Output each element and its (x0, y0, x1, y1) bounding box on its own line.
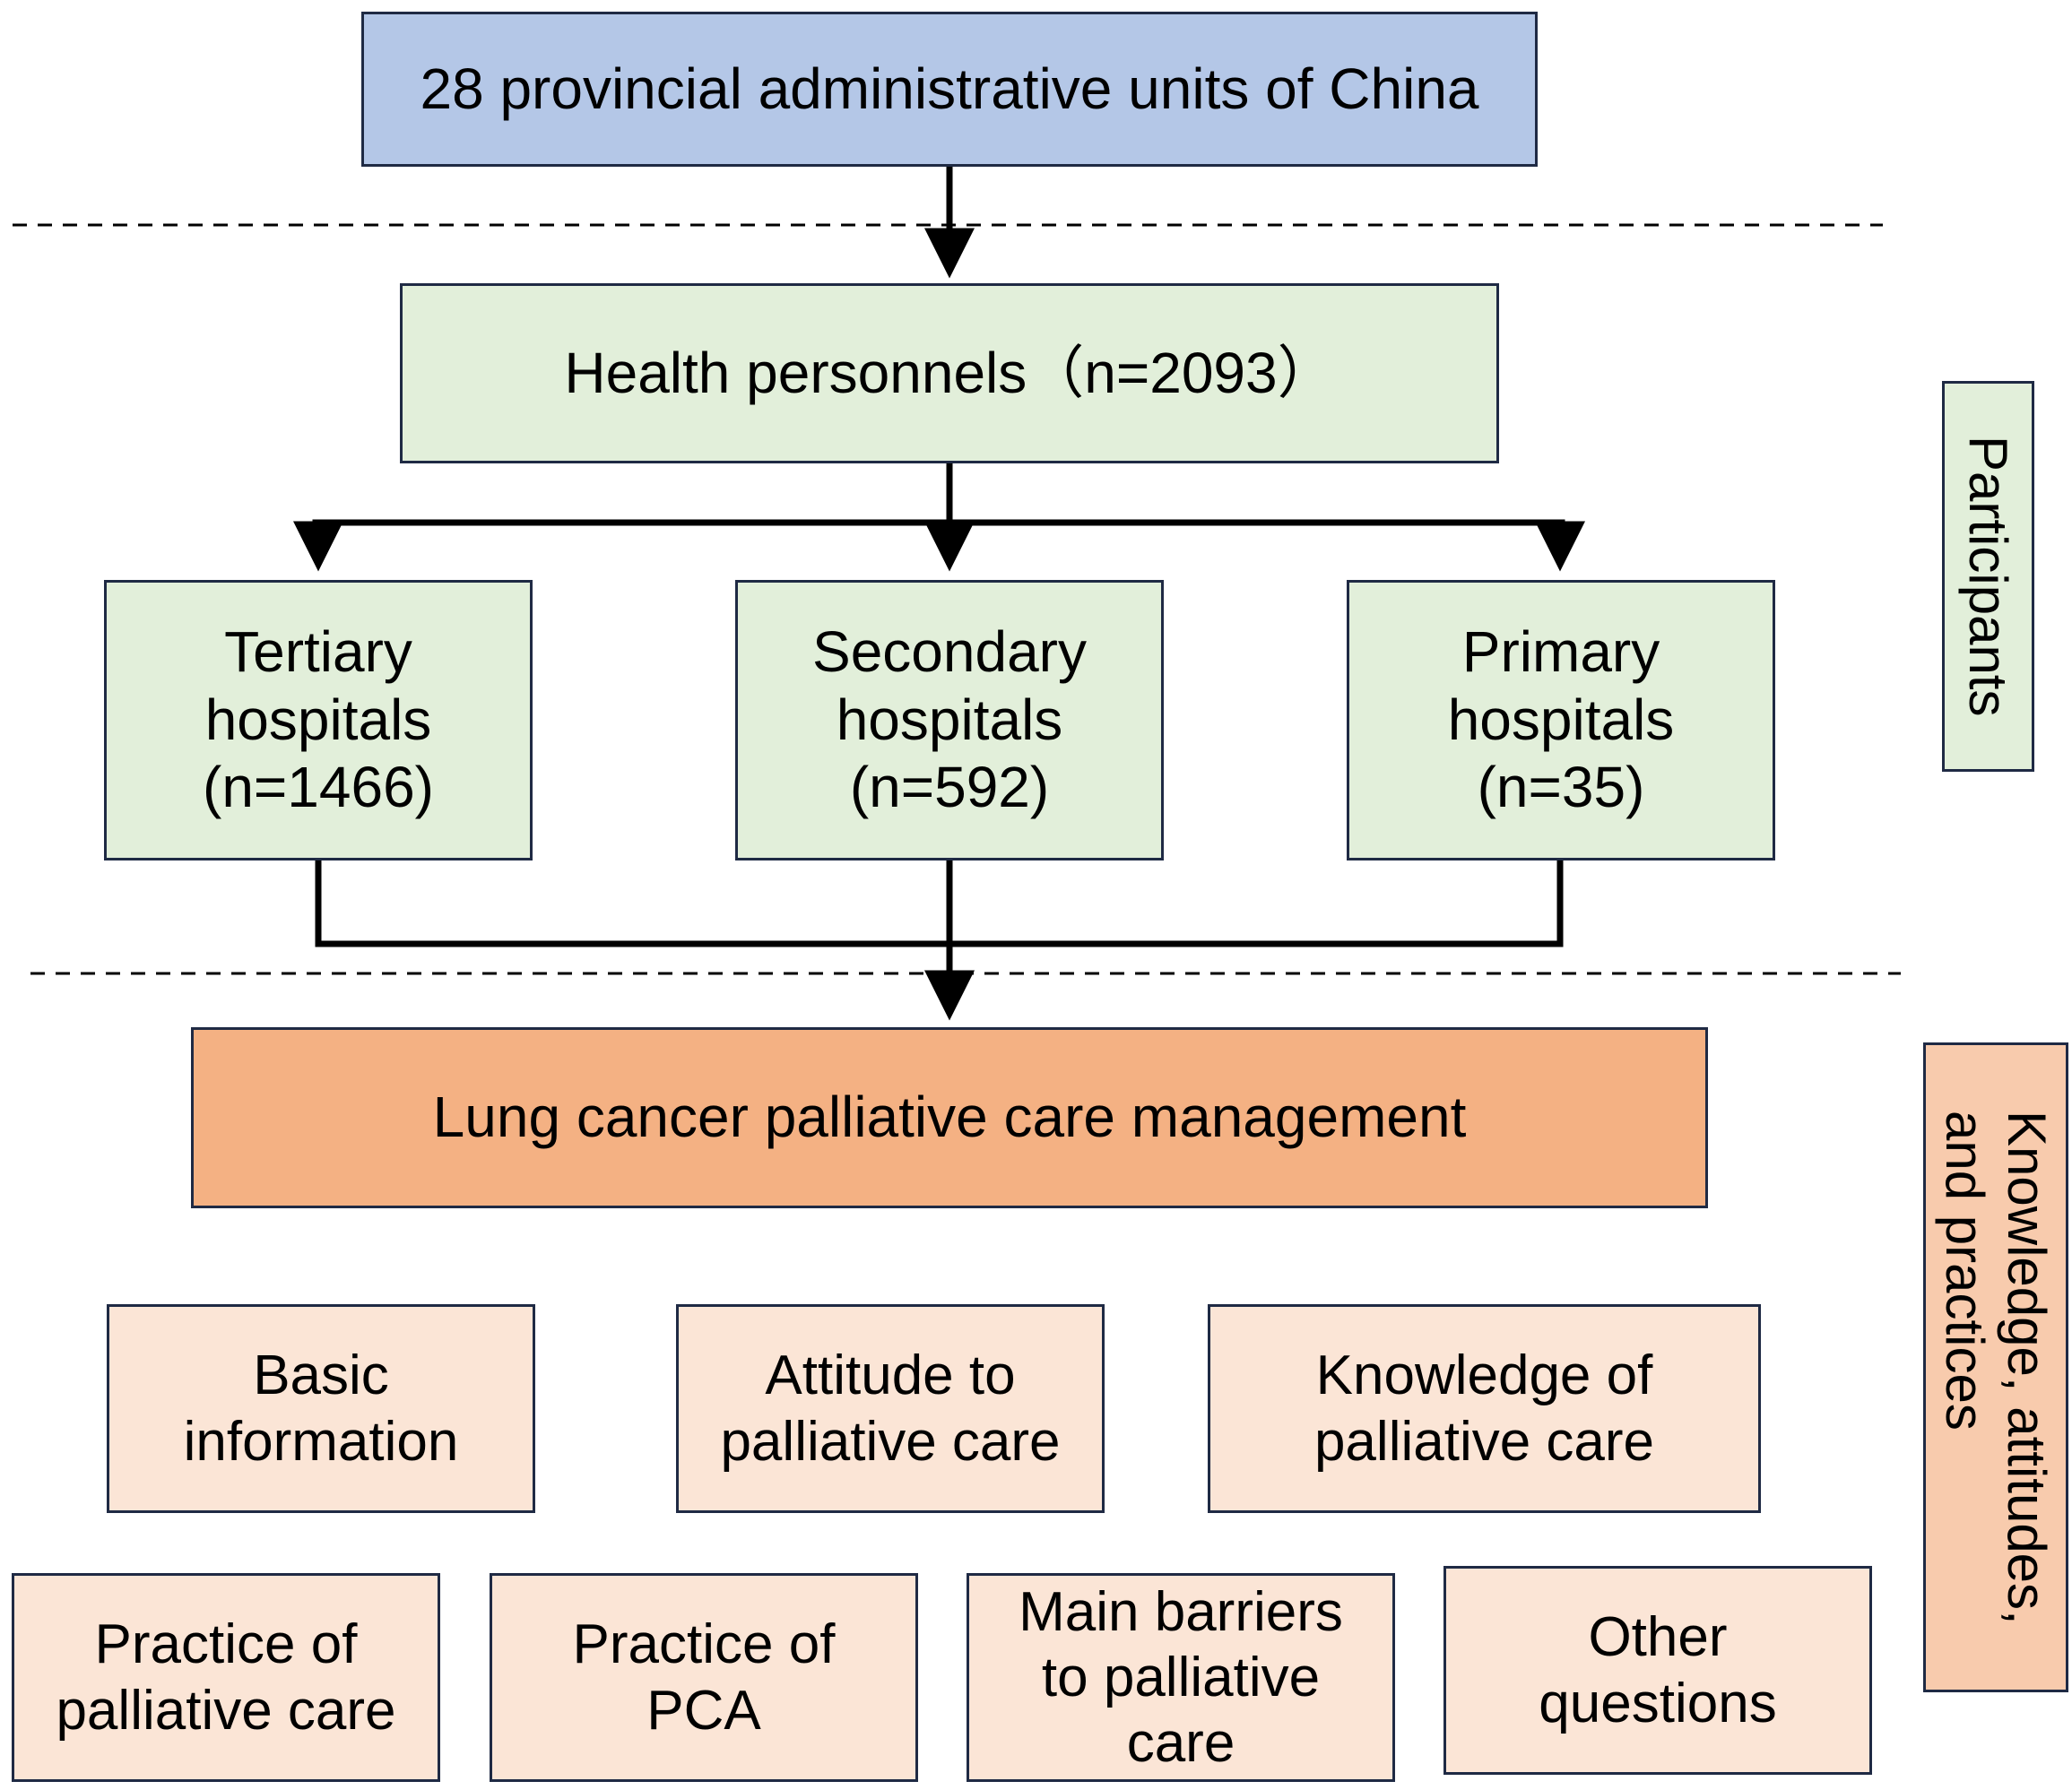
topic-label: Other questions (1539, 1606, 1777, 1734)
primary-hospitals-box: Primary hospitals (n=35) (1347, 580, 1775, 860)
topic-label: Attitude to palliative care (720, 1345, 1061, 1473)
secondary-hospitals-box: Secondary hospitals (n=592) (735, 580, 1164, 860)
provincial-units-label: 28 provincial administrative units of Ch… (420, 56, 1479, 121)
topic-label: Knowledge of palliative care (1313, 1345, 1655, 1473)
primary-hospitals-label: Primary hospitals (n=35) (1447, 619, 1675, 820)
tertiary-hospitals-label: Tertiary hospitals (n=1466) (203, 619, 434, 820)
hospital-merge-line (315, 860, 1564, 947)
secondary-hospitals-label: Secondary hospitals (n=592) (812, 619, 1087, 820)
tertiary-hospitals-box: Tertiary hospitals (n=1466) (104, 580, 533, 860)
kap-text: Knowledge, attitudes, and practices (1935, 1110, 2057, 1625)
palliative-management-box: Lung cancer palliative care management (191, 1027, 1708, 1208)
topic-practice-pca: Practice of PCA (490, 1573, 918, 1782)
topic-other-questions: Other questions (1443, 1566, 1872, 1775)
topic-practice-palliative: Practice of palliative care (12, 1573, 440, 1782)
palliative-management-label: Lung cancer palliative care management (432, 1085, 1467, 1150)
topic-label: Basic information (183, 1345, 459, 1473)
participants-side-label: Participants (1942, 381, 2034, 772)
topic-attitude: Attitude to palliative care (676, 1304, 1105, 1513)
participants-text: Participants (1958, 436, 2018, 717)
health-personnel-label: Health personnels（n=2093） (564, 340, 1335, 405)
topic-label: Practice of PCA (572, 1613, 836, 1742)
topic-label: Main barriers to palliative care (1019, 1580, 1343, 1775)
provincial-units-box: 28 provincial administrative units of Ch… (361, 12, 1538, 167)
topic-label: Practice of palliative care (56, 1613, 396, 1742)
kap-side-label: Knowledge, attitudes, and practices (1923, 1042, 2068, 1692)
health-personnel-box: Health personnels（n=2093） (400, 283, 1499, 463)
topic-basic-information: Basic information (107, 1304, 535, 1513)
topic-main-barriers: Main barriers to palliative care (967, 1573, 1395, 1782)
topic-knowledge: Knowledge of palliative care (1208, 1304, 1761, 1513)
